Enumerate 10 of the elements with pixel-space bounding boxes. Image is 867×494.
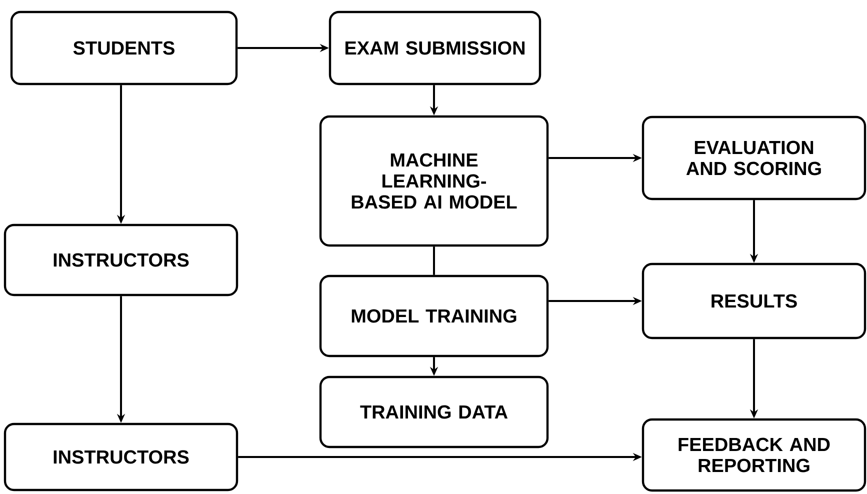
process-box: FEEDBACK AND REPORTING xyxy=(642,418,866,492)
process-box: TRAINING DATA xyxy=(319,376,549,448)
process-box: INSTRUCTORS xyxy=(4,422,238,492)
process-box: EVALUATION AND SCORING xyxy=(642,116,866,200)
process-box: MACHINE LEARNING-BASED AI MODEL xyxy=(319,115,549,247)
process-box: INSTRUCTORS xyxy=(4,224,238,296)
process-box: MODEL TRAINING xyxy=(319,274,549,358)
process-box: EXAM SUBMISSION xyxy=(328,10,542,86)
process-box: STUDENTS xyxy=(10,10,238,86)
process-box: RESULTS xyxy=(642,262,866,340)
